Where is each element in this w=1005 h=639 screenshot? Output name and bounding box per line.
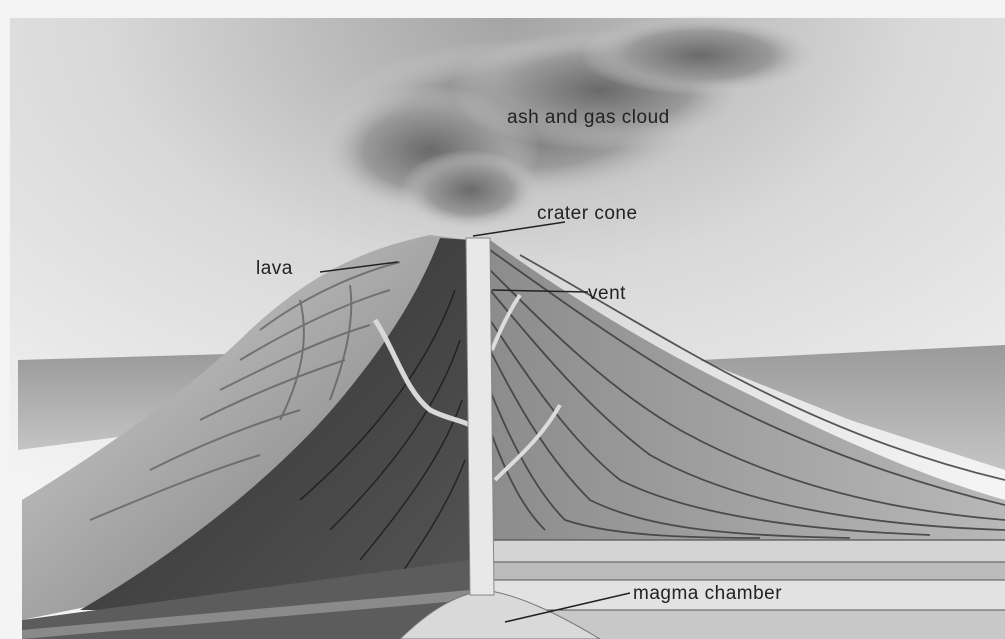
vent-label: vent: [588, 283, 626, 304]
central-vent: [466, 238, 494, 595]
magma-chamber-label: magma chamber: [633, 583, 782, 604]
ash-cloud-label: ash and gas cloud: [507, 107, 670, 128]
lava-label: lava: [256, 258, 293, 279]
crater-cone-label: crater cone: [537, 203, 638, 224]
